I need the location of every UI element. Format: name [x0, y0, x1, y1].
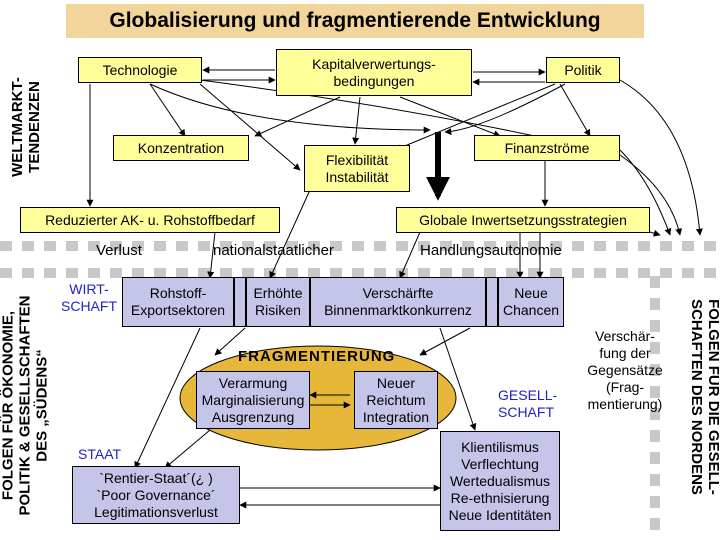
label-gesellschaft: GESELL-SCHAFT: [498, 387, 558, 420]
box-staat: `Rentier-Staat´(¿ )`Poor Governance´Legi…: [72, 466, 240, 524]
box-kapitalverwertungsbedingungen: Kapitalverwertungs-bedingungen: [276, 49, 472, 96]
band-handlungsautonomie: Handlungsautonomie: [420, 242, 562, 259]
separator-top: [0, 241, 720, 251]
band-nationalstaatlicher: nationalstaatlicher: [213, 242, 334, 259]
box-spacer-2: [486, 277, 498, 327]
box-spacer: [234, 277, 246, 327]
fragmentierung-heading: FRAGMENTIERUNG: [238, 348, 396, 365]
band-verlust: Verlust: [96, 242, 142, 259]
box-politik: Politik: [546, 57, 620, 83]
box-rohstoff-exportsektoren: Rohstoff-Exportsektoren: [122, 277, 234, 327]
box-konzentration: Konzentration: [113, 135, 249, 161]
separator-bottom: [0, 268, 720, 278]
box-reduzierter-bedarf: Reduzierter AK- u. Rohstoffbedarf: [20, 207, 280, 233]
page-title: Globalisierung und fragmentierende Entwi…: [66, 4, 644, 38]
label-wirtschaft: WIRT-SCHAFT: [61, 281, 117, 314]
label-staat: STAAT: [78, 446, 122, 462]
box-technologie: Technologie: [78, 57, 202, 83]
box-finanzstroeme: Finanzströme: [474, 135, 620, 161]
box-globale-inwertsetzung: Globale Inwertsetzungsstrategien: [396, 207, 650, 233]
separator-vertical: [650, 276, 660, 540]
